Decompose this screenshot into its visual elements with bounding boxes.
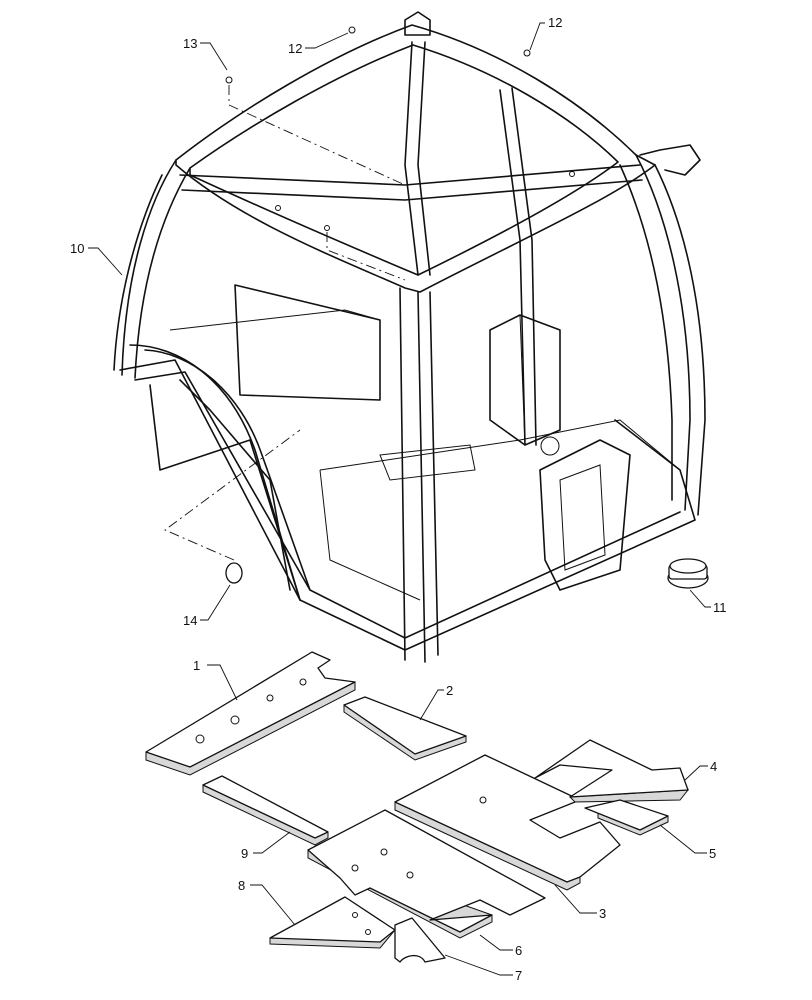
assembly-lines <box>164 85 406 561</box>
callout-12-right: 12 <box>548 15 562 30</box>
part-5-mat <box>584 799 669 836</box>
callout-9: 9 <box>241 846 248 861</box>
part-8-mat <box>269 896 397 949</box>
callout-13: 13 <box>183 36 197 51</box>
callout-3: 3 <box>599 906 606 921</box>
part-3-mat <box>394 754 621 891</box>
callout-12-left: 12 <box>288 41 302 56</box>
part-11-grommet <box>667 558 709 589</box>
callout-6: 6 <box>515 943 522 958</box>
part-14-plug <box>225 562 243 584</box>
callout-10: 10 <box>70 241 84 256</box>
part-1-mat <box>145 651 356 776</box>
callout-5: 5 <box>709 846 716 861</box>
leader-lines <box>88 22 711 976</box>
callout-8: 8 <box>238 878 245 893</box>
callout-2: 2 <box>446 683 453 698</box>
part-6-mat <box>307 809 546 939</box>
callout-1: 1 <box>193 658 200 673</box>
callout-7: 7 <box>515 968 522 983</box>
cab-frame <box>113 11 706 663</box>
callout-14: 14 <box>183 613 197 628</box>
callout-11: 11 <box>713 600 727 615</box>
fasteners <box>225 26 575 231</box>
callout-labels: 1 2 3 4 5 6 7 8 9 10 11 12 12 13 14 <box>70 15 727 983</box>
floor-mats <box>145 651 690 963</box>
part-2-mat <box>343 696 467 761</box>
part-9-mat <box>202 775 329 846</box>
callout-4: 4 <box>710 759 717 774</box>
part-4-mat <box>534 739 690 803</box>
part-7-mat <box>394 917 446 963</box>
